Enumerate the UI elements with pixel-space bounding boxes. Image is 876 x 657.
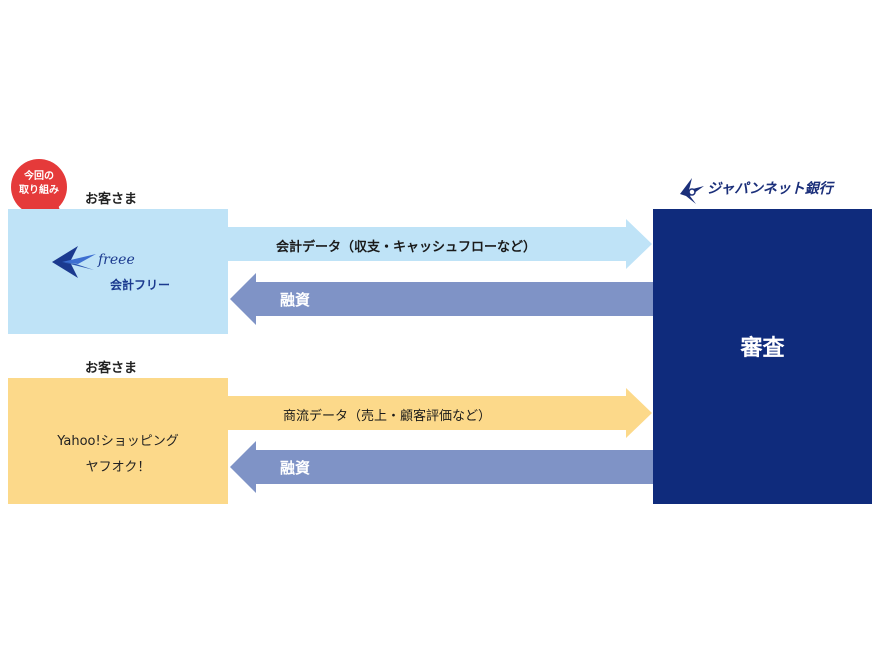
freee-data-arrow (228, 219, 652, 269)
badge-line1: 今回の (24, 171, 54, 182)
bank-box (653, 209, 872, 504)
yahoo-data-arrow (228, 388, 652, 438)
yahoo-data-label: 商流データ（売上・顧客評価など） (283, 409, 492, 424)
customer-label-2: お客さま (85, 361, 138, 376)
freee-service-name: 会計フリー (110, 278, 171, 292)
yahoo-auction-label: ヤフオク！ (85, 460, 151, 475)
yahoo-loan-arrow (230, 441, 653, 493)
customer-label-1: お客さま (85, 192, 138, 207)
bank-logo-icon (680, 178, 704, 204)
bank-name: ジャパンネット銀行 (707, 181, 833, 197)
freee-loan-arrow (230, 273, 653, 325)
freee-loan-label: 融資 (280, 291, 311, 309)
yahoo-customer-box (8, 378, 228, 504)
freee-customer-box (8, 209, 228, 334)
review-label: 審査 (740, 336, 785, 361)
badge-line2: 取り組み (19, 185, 59, 196)
yahoo-shopping-label: Yahoo!ショッピング (57, 434, 179, 449)
yahoo-loan-label: 融資 (280, 459, 311, 477)
freee-wordmark: freee (98, 252, 135, 268)
freee-bird-icon (52, 246, 96, 278)
freee-data-label: 会計データ（収支・キャッシュフローなど） (276, 240, 537, 255)
